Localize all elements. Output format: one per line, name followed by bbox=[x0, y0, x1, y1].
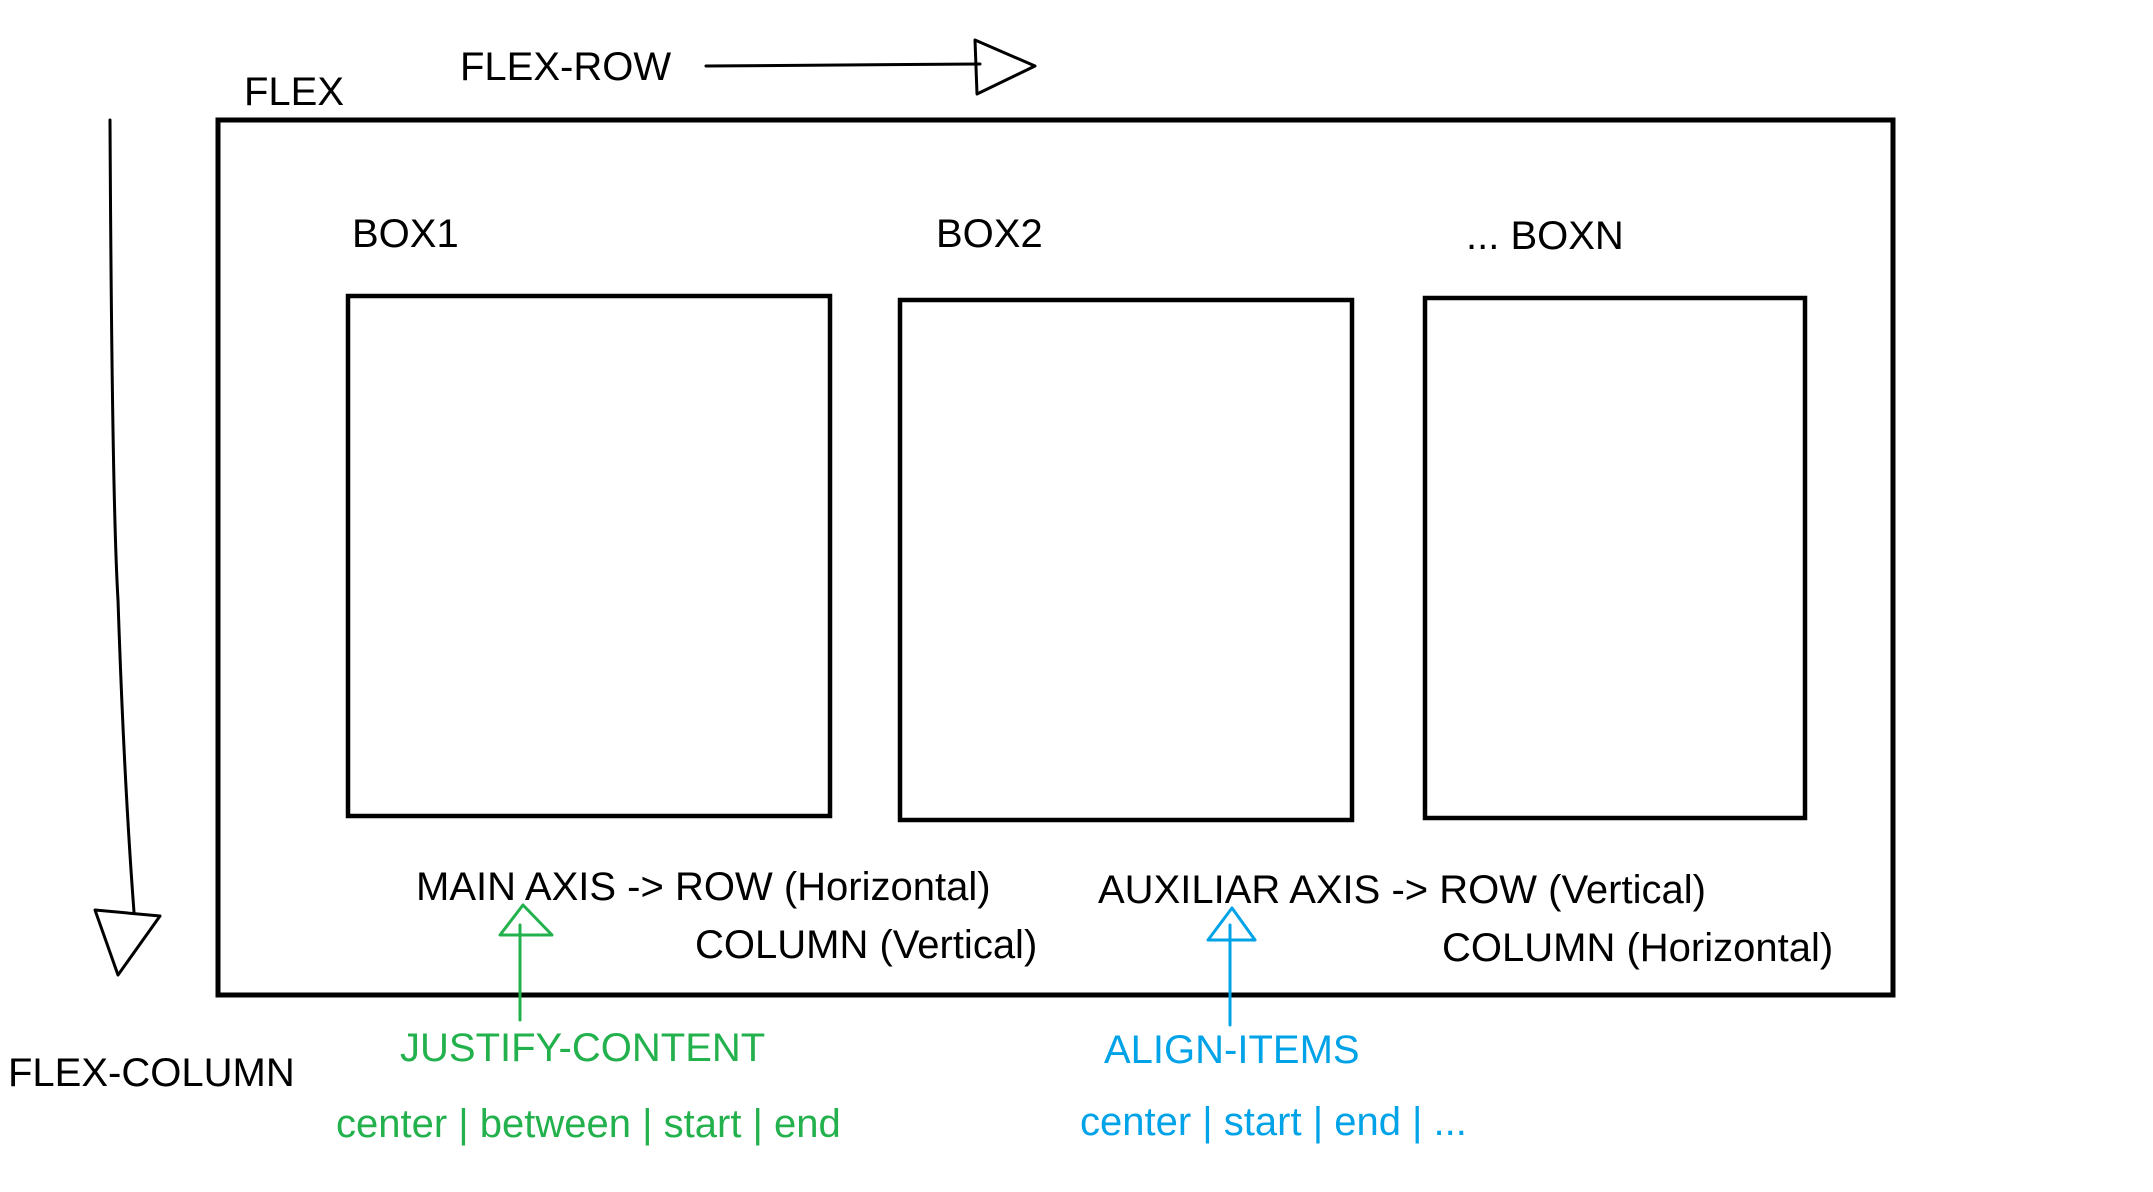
flex-row-label: FLEX-ROW bbox=[460, 45, 672, 89]
flex-column-label: FLEX-COLUMN bbox=[8, 1051, 295, 1095]
flex-column-arrow-line bbox=[108, 118, 136, 914]
box2-label: BOX2 bbox=[936, 212, 1043, 256]
align-items-values: center | start | end | ... bbox=[1080, 1100, 1467, 1144]
box1-label: BOX1 bbox=[352, 212, 459, 256]
auxiliar-axis-line2: COLUMN (Horizontal) bbox=[1442, 926, 1834, 970]
auxiliar-axis-line1: AUXILIAR AXIS -> ROW (Vertical) bbox=[1098, 868, 1706, 912]
flex-container-box bbox=[215, 117, 1896, 998]
flex-column-arrow-head bbox=[93, 908, 162, 977]
box2-shape bbox=[897, 297, 1355, 823]
justify-content-values: center | between | start | end bbox=[336, 1102, 841, 1146]
boxn-label: ... BOXN bbox=[1466, 214, 1624, 258]
flex-row-arrow-head bbox=[973, 38, 1037, 96]
main-axis-line1: MAIN AXIS -> ROW (Horizontal) bbox=[416, 865, 991, 909]
justify-content-arrow-head bbox=[498, 903, 554, 937]
box1-shape bbox=[345, 293, 833, 819]
flex-container-label: FLEX bbox=[244, 70, 345, 114]
boxn-shape bbox=[1422, 295, 1808, 821]
main-axis-line2: COLUMN (Vertical) bbox=[695, 923, 1038, 967]
align-items-label: ALIGN-ITEMS bbox=[1104, 1028, 1360, 1072]
flex-row-arrow-line bbox=[704, 62, 982, 68]
justify-content-label: JUSTIFY-CONTENT bbox=[400, 1026, 766, 1070]
align-items-arrow-head bbox=[1206, 906, 1257, 942]
